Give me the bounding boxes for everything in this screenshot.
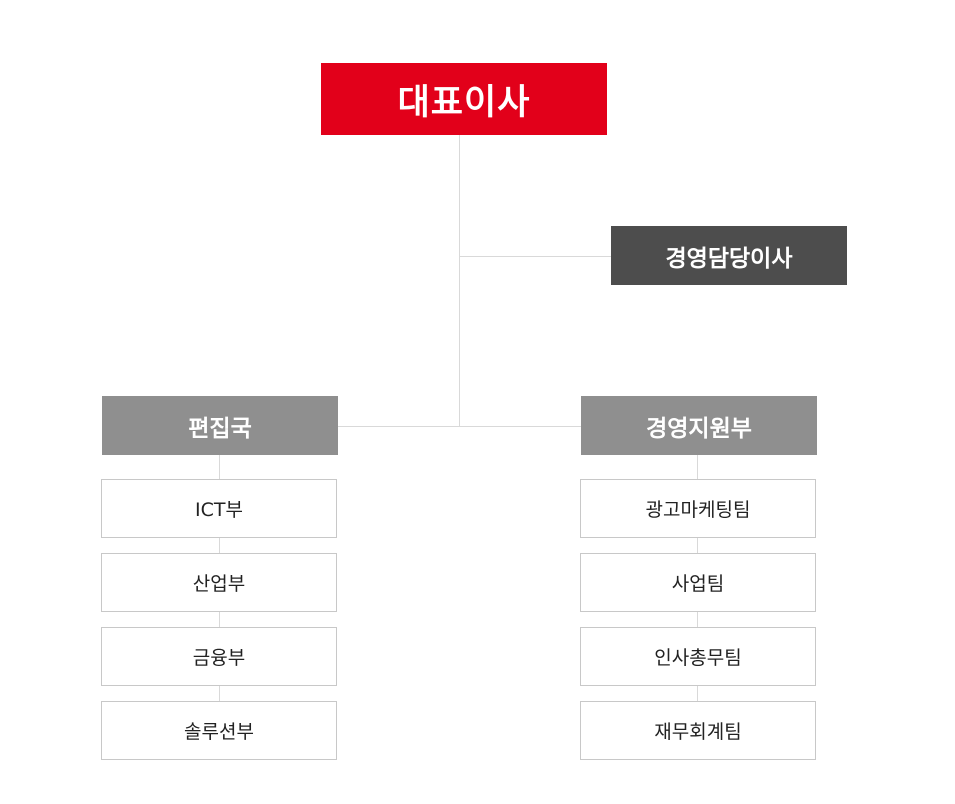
department-management-support-box: 경영지원부 <box>581 396 817 455</box>
connector-director <box>459 256 611 257</box>
connector-departments <box>338 426 581 427</box>
team-box: 금융부 <box>101 627 337 686</box>
department-label: 경영지원부 <box>646 415 752 442</box>
connector-ceo-trunk <box>459 135 460 427</box>
team-label: 재무회계팀 <box>654 721 742 743</box>
department-label: 편집국 <box>188 415 252 442</box>
team-box: ICT부 <box>101 479 337 538</box>
ceo-label: 대표이사 <box>397 82 531 123</box>
team-label: 광고마케팅팀 <box>645 499 751 521</box>
team-label: 솔루션부 <box>184 721 254 743</box>
team-label: 금융부 <box>192 647 246 669</box>
team-label: 사업팀 <box>671 573 725 595</box>
team-box: 재무회계팀 <box>580 701 816 760</box>
team-box: 인사총무팀 <box>580 627 816 686</box>
team-box: 광고마케팅팀 <box>580 479 816 538</box>
team-box: 솔루션부 <box>101 701 337 760</box>
team-box: 사업팀 <box>580 553 816 612</box>
ceo-box: 대표이사 <box>321 63 607 135</box>
director-label: 경영담당이사 <box>665 245 793 272</box>
team-label: 산업부 <box>192 573 246 595</box>
department-editorial-box: 편집국 <box>102 396 338 455</box>
team-label: ICT부 <box>195 499 243 521</box>
team-label: 인사총무팀 <box>654 647 742 669</box>
team-box: 산업부 <box>101 553 337 612</box>
director-box: 경영담당이사 <box>611 226 847 285</box>
